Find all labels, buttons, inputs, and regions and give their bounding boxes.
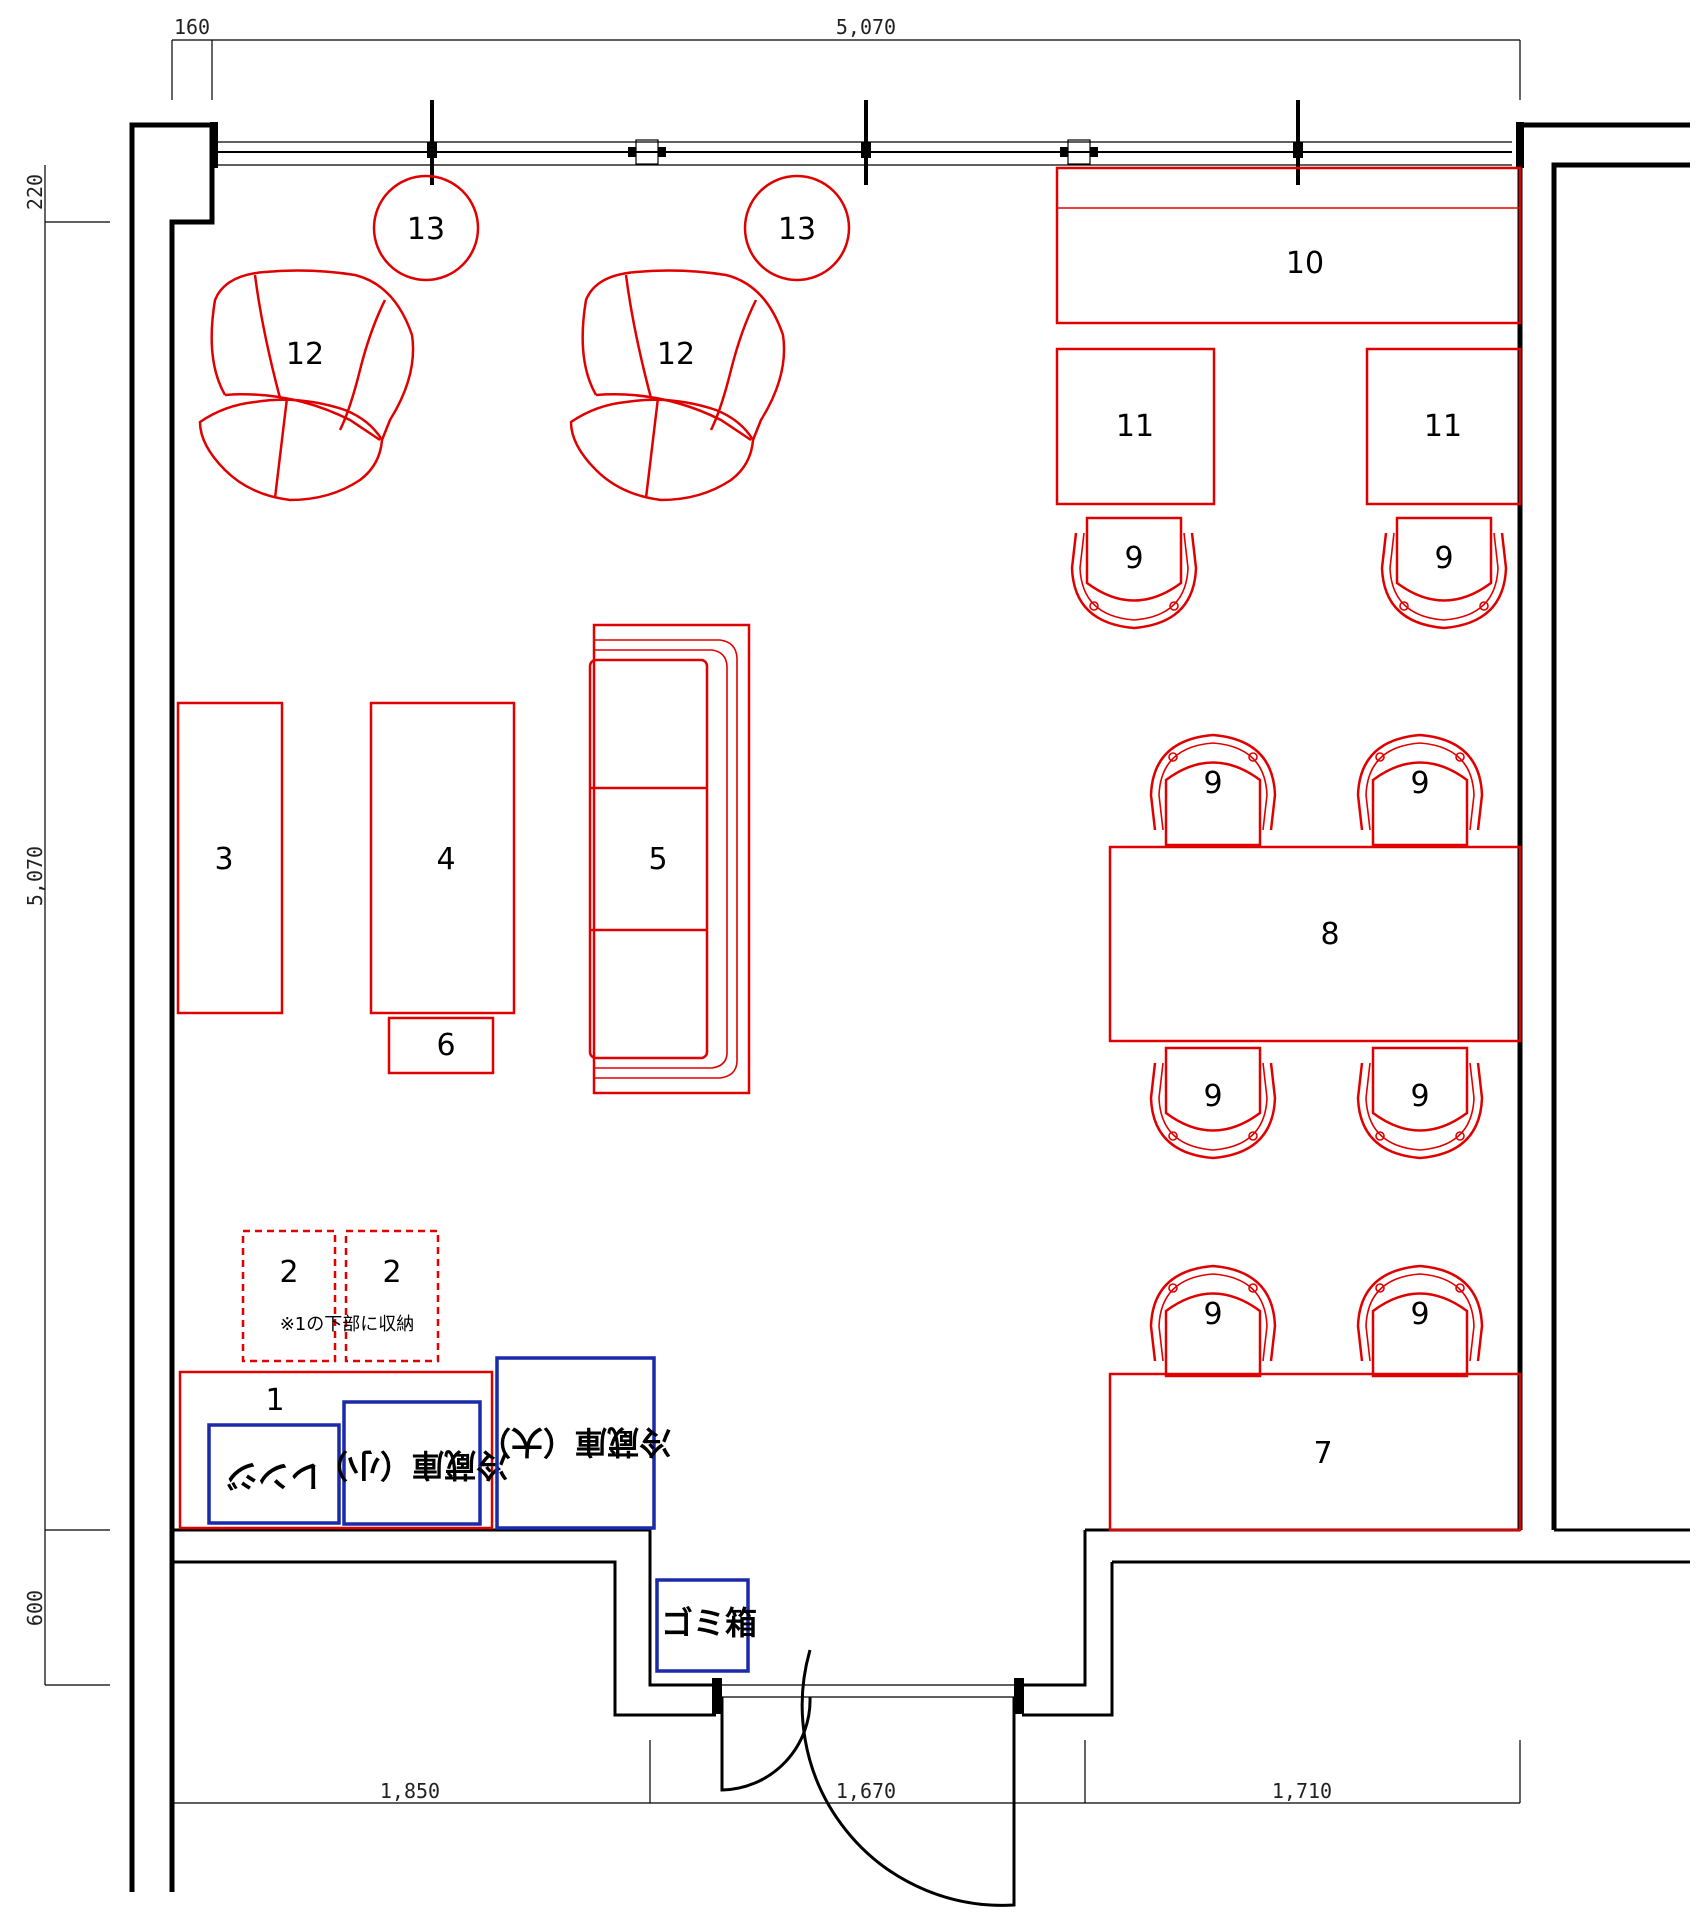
- sofa-label: 5: [648, 842, 667, 877]
- coffee-table-label: 4: [436, 842, 455, 877]
- long-desk-label: 10: [1286, 246, 1324, 281]
- under-storage-b: 2: [344, 1229, 440, 1363]
- chair-table-top-right: 9: [1356, 733, 1484, 847]
- cabinet: 3: [176, 701, 284, 1015]
- fridge-large: 冷蔵庫（大）: [479, 1356, 671, 1530]
- chair-table-bottom-right: 9: [1356, 1046, 1484, 1160]
- under-storage-note: ※1の下部に収納: [280, 1314, 415, 1335]
- desk-1-label: 11: [1116, 409, 1154, 444]
- microwave: レンジ: [207, 1423, 341, 1525]
- chair-desk-1-label: 9: [1124, 541, 1143, 576]
- dim-left-main: 5,070: [23, 846, 47, 906]
- lounge-chair-1-label: 12: [286, 337, 324, 372]
- trash-bin: ゴミ箱: [655, 1578, 757, 1673]
- under-storage-b-label: 2: [382, 1255, 401, 1290]
- dim-bottom-left: 1,850: [380, 1779, 440, 1803]
- chair-table-bottom-left: 9: [1149, 1046, 1277, 1160]
- stool: 6: [387, 1016, 495, 1075]
- chair-table-top-right-label: 9: [1410, 766, 1429, 801]
- fridge-small-label: 冷蔵庫（小）: [316, 1446, 508, 1484]
- dim-left-bottom: 600: [23, 1590, 47, 1626]
- side-table-2: 13: [743, 174, 851, 282]
- cabinet-label: 3: [214, 842, 233, 877]
- chair-desk-2: 9: [1380, 516, 1508, 630]
- dim-bottom-mid: 1,670: [836, 1779, 896, 1803]
- chair-desk-1: 9: [1070, 516, 1198, 630]
- dim-top-total: 5,070: [836, 15, 896, 39]
- stool-label: 6: [436, 1028, 455, 1063]
- dim-top-offset: 160: [174, 15, 210, 39]
- desk-2: 11: [1365, 347, 1522, 506]
- entrance-door: [712, 1649, 1024, 1907]
- side-table-2-label: 13: [778, 212, 816, 247]
- window-rail: [210, 100, 1524, 185]
- under-storage-a: 2: [241, 1229, 337, 1363]
- sink-unit-label: 1: [265, 1383, 284, 1418]
- coffee-table: 4: [369, 701, 516, 1015]
- chair-desk-2-label: 9: [1434, 541, 1453, 576]
- desk-1: 11: [1055, 347, 1216, 506]
- side-table-1: 13: [372, 174, 480, 282]
- side-table-1-label: 13: [407, 212, 445, 247]
- counter-label: 7: [1313, 1436, 1332, 1471]
- dim-left-top: 220: [23, 174, 47, 210]
- chair-counter-left-label: 9: [1203, 1297, 1222, 1332]
- chair-table-bottom-right-label: 9: [1410, 1079, 1429, 1114]
- dim-bottom-right: 1,710: [1272, 1779, 1332, 1803]
- chair-table-top-left-label: 9: [1203, 766, 1222, 801]
- sink-unit: 1: [178, 1370, 494, 1530]
- chair-table-top-left: 9: [1149, 733, 1277, 847]
- dining-table: 8: [1108, 845, 1522, 1043]
- long-desk: 10: [1055, 166, 1522, 325]
- walls: [129, 122, 1690, 1892]
- trash-bin-label: ゴミ箱: [661, 1604, 757, 1642]
- fridge-large-label: 冷蔵庫（大）: [479, 1423, 671, 1461]
- dimension-lines: [44, 39, 1521, 1804]
- dining-table-label: 8: [1320, 917, 1339, 952]
- desk-2-label: 11: [1424, 409, 1462, 444]
- fridge-small: 冷蔵庫（小）: [316, 1400, 508, 1526]
- under-storage-a-label: 2: [279, 1255, 298, 1290]
- chair-counter-left: 9: [1149, 1264, 1277, 1378]
- counter: 7: [1108, 1372, 1522, 1532]
- chair-counter-right-label: 9: [1410, 1297, 1429, 1332]
- chair-table-bottom-left-label: 9: [1203, 1079, 1222, 1114]
- lounge-chair-2-label: 12: [657, 337, 695, 372]
- sofa: 5: [588, 623, 751, 1095]
- lounge-chair-2: 12: [569, 269, 786, 502]
- microwave-label: レンジ: [226, 1457, 322, 1495]
- chair-counter-right: 9: [1356, 1264, 1484, 1378]
- lounge-chair-1: 12: [198, 269, 415, 502]
